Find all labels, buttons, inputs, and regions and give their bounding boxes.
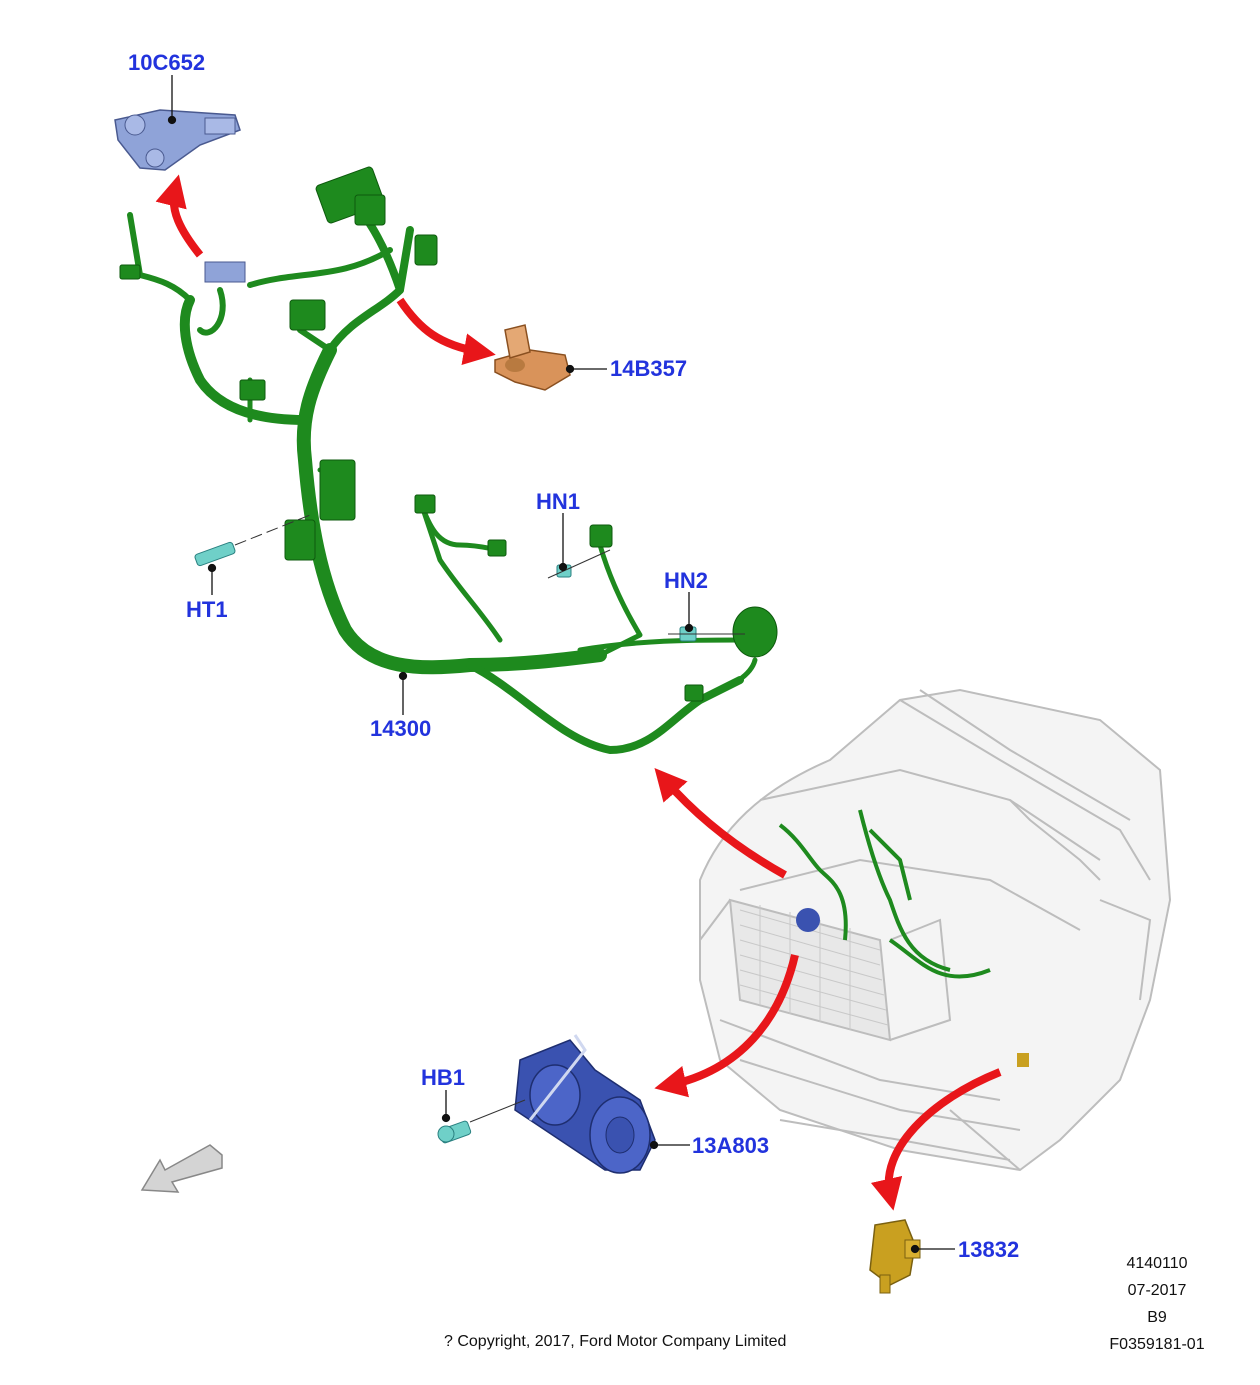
battery-clamp-10C652 <box>114 109 241 171</box>
fastener-HN1 <box>547 549 611 579</box>
arrow-to-13832 <box>870 1068 1002 1211</box>
arrow-to-14300 <box>654 767 787 879</box>
arrow-to-10C652 <box>155 174 204 258</box>
fastener-HT1 <box>194 514 311 567</box>
callout-10C652: 10C652 <box>128 50 206 75</box>
leader-lines <box>167 75 955 1254</box>
copyright-text: ? Copyright, 2017, Ford Motor Company Li… <box>444 1333 787 1350</box>
callout-13A803: 13A803 <box>692 1133 770 1158</box>
illustration-info: 4140110 07-2017 B9 F0359181-01 <box>1092 1250 1222 1358</box>
figure-id: F0359181-01 <box>1109 1336 1205 1353</box>
arrow-to-14B357 <box>396 297 496 365</box>
arrow-to-13A803 <box>654 954 799 1098</box>
horn-13A803 <box>514 1034 656 1174</box>
illustration-date: 07-2017 <box>1127 1282 1187 1299</box>
illustration-number: 4140110 <box>1126 1255 1188 1272</box>
callout-14300: 14300 <box>370 716 432 741</box>
harness-in-vehicle <box>778 809 991 979</box>
grille-mesh <box>739 905 889 1030</box>
callout-HB1: HB1 <box>421 1065 466 1090</box>
fastener-HB1 <box>437 1099 526 1144</box>
location-arrows <box>155 174 1002 1211</box>
callout-14B357: 14B357 <box>610 356 688 381</box>
front-direction-arrow-icon <box>140 1144 223 1193</box>
callout-HT1: HT1 <box>186 597 228 622</box>
harness-connectors <box>119 166 778 702</box>
callout-HN1: HN1 <box>536 489 581 514</box>
bracket-14B357 <box>494 324 571 391</box>
horn-in-vehicle <box>796 908 820 932</box>
sensor-in-vehicle <box>1017 1053 1029 1067</box>
vehicle-front-illustration <box>699 688 1172 1172</box>
sensor-13832 <box>869 1219 921 1294</box>
illustration-code: B9 <box>1147 1309 1167 1326</box>
callout-HN2: HN2 <box>664 568 709 593</box>
callout-13832: 13832 <box>958 1237 1020 1262</box>
battery-clamp-in-harness <box>204 261 246 283</box>
